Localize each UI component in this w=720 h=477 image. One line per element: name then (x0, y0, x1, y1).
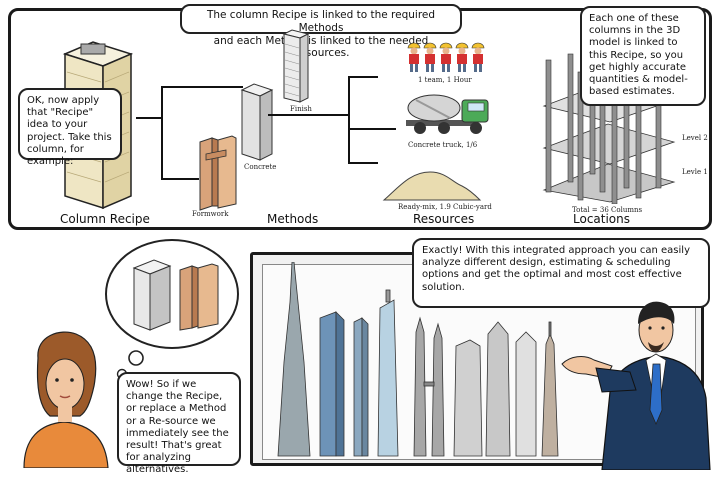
concrete-column-illustration (240, 83, 274, 161)
connector-to-concrete (161, 86, 243, 88)
concrete-truck-illustration (406, 94, 489, 134)
caption-locations: Locations (573, 212, 631, 226)
label-concrete: Concrete (244, 163, 277, 171)
label-level-1: Levle 1 (682, 168, 708, 176)
connector-to-truck (348, 128, 396, 130)
skyscraper-skyline (277, 262, 559, 457)
connector-recipe (136, 117, 162, 119)
label-total-columns: Total = 36 Columns (572, 206, 643, 214)
thought-concrete-block (132, 259, 172, 331)
caption-resources: Resources (413, 212, 475, 226)
connector-resources-vertical (348, 76, 350, 164)
woman-speech-bubble: Wow! So if we change the Recipe, or repl… (117, 372, 241, 475)
recipe-speech-bubble: OK, now apply that "Recipe" idea to your… (18, 88, 122, 167)
label-finish: Finish (290, 105, 312, 113)
readymix-pile-illustration (382, 171, 482, 201)
caption-column-recipe: Column Recipe (60, 212, 150, 226)
workers-team-illustration (407, 42, 485, 73)
presenter-avatar (561, 301, 711, 470)
label-team: 1 team, 1 Hour (418, 76, 472, 84)
connector-to-finish (268, 114, 334, 116)
connector-methods-vertical (161, 86, 163, 180)
header-caption: The column Recipe is linked to the requi… (180, 4, 462, 59)
connector-to-readymix (348, 162, 378, 164)
locations-speech-bubble: Each one of these columns in the 3D mode… (580, 6, 706, 106)
label-level-2: Level 2 (682, 134, 708, 142)
finish-column-illustration (282, 29, 310, 103)
formwork-illustration (199, 135, 237, 211)
presenter-speech-bubble: Exactly! With this integrated approach y… (412, 238, 710, 308)
connector-to-team (348, 76, 378, 78)
thought-bubble (105, 239, 239, 380)
label-truck: Concrete truck, 1/6 (408, 141, 478, 149)
woman-avatar (23, 331, 109, 468)
connector-from-methods (330, 114, 350, 116)
header-line-1: The column Recipe is linked to the requi… (206, 9, 436, 34)
label-readymix: Ready-mix, 1.9 Cubic-yard (398, 203, 492, 211)
thought-formwork (179, 263, 219, 331)
caption-methods: Methods (267, 212, 319, 226)
building-frame-3d-model (542, 52, 676, 204)
connector-to-formwork (161, 178, 199, 180)
label-formwork: Formwork (192, 210, 229, 218)
